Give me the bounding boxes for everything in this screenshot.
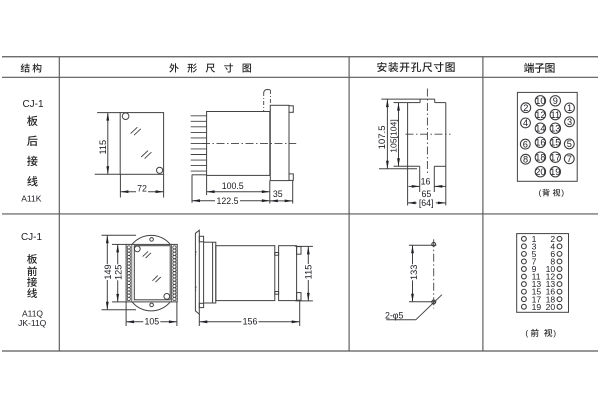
svg-text:6: 6 xyxy=(523,139,528,149)
svg-text:11: 11 xyxy=(532,272,541,282)
svg-text:14: 14 xyxy=(535,124,545,134)
svg-text:2: 2 xyxy=(523,103,528,113)
svg-text:125: 125 xyxy=(114,265,124,280)
svg-text:133: 133 xyxy=(409,265,419,280)
svg-text:11: 11 xyxy=(551,110,561,120)
svg-text:A11Q: A11Q xyxy=(22,308,43,318)
svg-text:8: 8 xyxy=(523,155,528,165)
svg-text:9: 9 xyxy=(553,96,558,106)
svg-text:6: 6 xyxy=(550,249,555,259)
svg-text:12: 12 xyxy=(535,110,545,120)
svg-text:(: ( xyxy=(525,328,528,338)
svg-text:5: 5 xyxy=(532,249,537,259)
svg-text:16: 16 xyxy=(546,287,556,297)
svg-text:13: 13 xyxy=(532,279,542,289)
svg-text:(: ( xyxy=(539,188,542,198)
svg-text:100.5: 100.5 xyxy=(222,181,244,191)
svg-text:16: 16 xyxy=(421,177,431,187)
svg-text:2-φ5: 2-φ5 xyxy=(385,310,404,320)
svg-text:CJ-1: CJ-1 xyxy=(22,99,44,110)
svg-text:72: 72 xyxy=(137,183,147,193)
svg-text:9: 9 xyxy=(532,264,537,274)
svg-text:10: 10 xyxy=(546,264,556,274)
svg-text:1: 1 xyxy=(532,234,537,244)
svg-text:3: 3 xyxy=(567,117,572,127)
svg-text:13: 13 xyxy=(550,124,560,134)
svg-text:10: 10 xyxy=(535,96,545,106)
svg-text:19: 19 xyxy=(532,302,542,312)
svg-text:): ) xyxy=(561,188,564,198)
svg-text:20: 20 xyxy=(546,302,556,312)
svg-text:15: 15 xyxy=(550,138,560,148)
svg-text:2: 2 xyxy=(550,234,555,244)
svg-text:105[104]: 105[104] xyxy=(388,119,398,152)
svg-text:149: 149 xyxy=(103,264,113,279)
svg-text:115: 115 xyxy=(98,140,108,155)
svg-text:16: 16 xyxy=(535,138,545,148)
svg-text:15: 15 xyxy=(532,287,542,297)
svg-text:4: 4 xyxy=(523,118,528,128)
svg-text:A11K: A11K xyxy=(21,193,41,203)
svg-text:4: 4 xyxy=(550,241,555,251)
svg-text:3: 3 xyxy=(532,241,537,251)
svg-text:35: 35 xyxy=(273,189,283,199)
svg-text:115: 115 xyxy=(303,265,313,280)
svg-text:CJ-1: CJ-1 xyxy=(21,232,43,243)
svg-text:17: 17 xyxy=(550,153,560,163)
svg-text:17: 17 xyxy=(532,294,542,304)
svg-text:20: 20 xyxy=(535,167,545,177)
svg-text:65: 65 xyxy=(422,189,432,199)
svg-text:156: 156 xyxy=(243,317,258,327)
svg-text:107.5: 107.5 xyxy=(377,125,388,149)
svg-text:8: 8 xyxy=(550,257,555,267)
svg-text:13: 13 xyxy=(546,279,556,289)
svg-text:[64]: [64] xyxy=(419,198,434,208)
svg-text:18: 18 xyxy=(535,153,545,163)
svg-text:7: 7 xyxy=(567,154,572,164)
svg-text:JK-11Q: JK-11Q xyxy=(18,318,47,328)
svg-text:5: 5 xyxy=(567,139,572,149)
svg-text:1: 1 xyxy=(567,103,572,113)
svg-text:18: 18 xyxy=(546,294,556,304)
svg-text:12: 12 xyxy=(546,272,556,282)
svg-text:): ) xyxy=(553,328,556,338)
svg-text:7: 7 xyxy=(532,257,537,267)
svg-text:19: 19 xyxy=(550,167,560,177)
svg-text:105: 105 xyxy=(144,317,159,327)
svg-text:122.5: 122.5 xyxy=(216,196,238,206)
